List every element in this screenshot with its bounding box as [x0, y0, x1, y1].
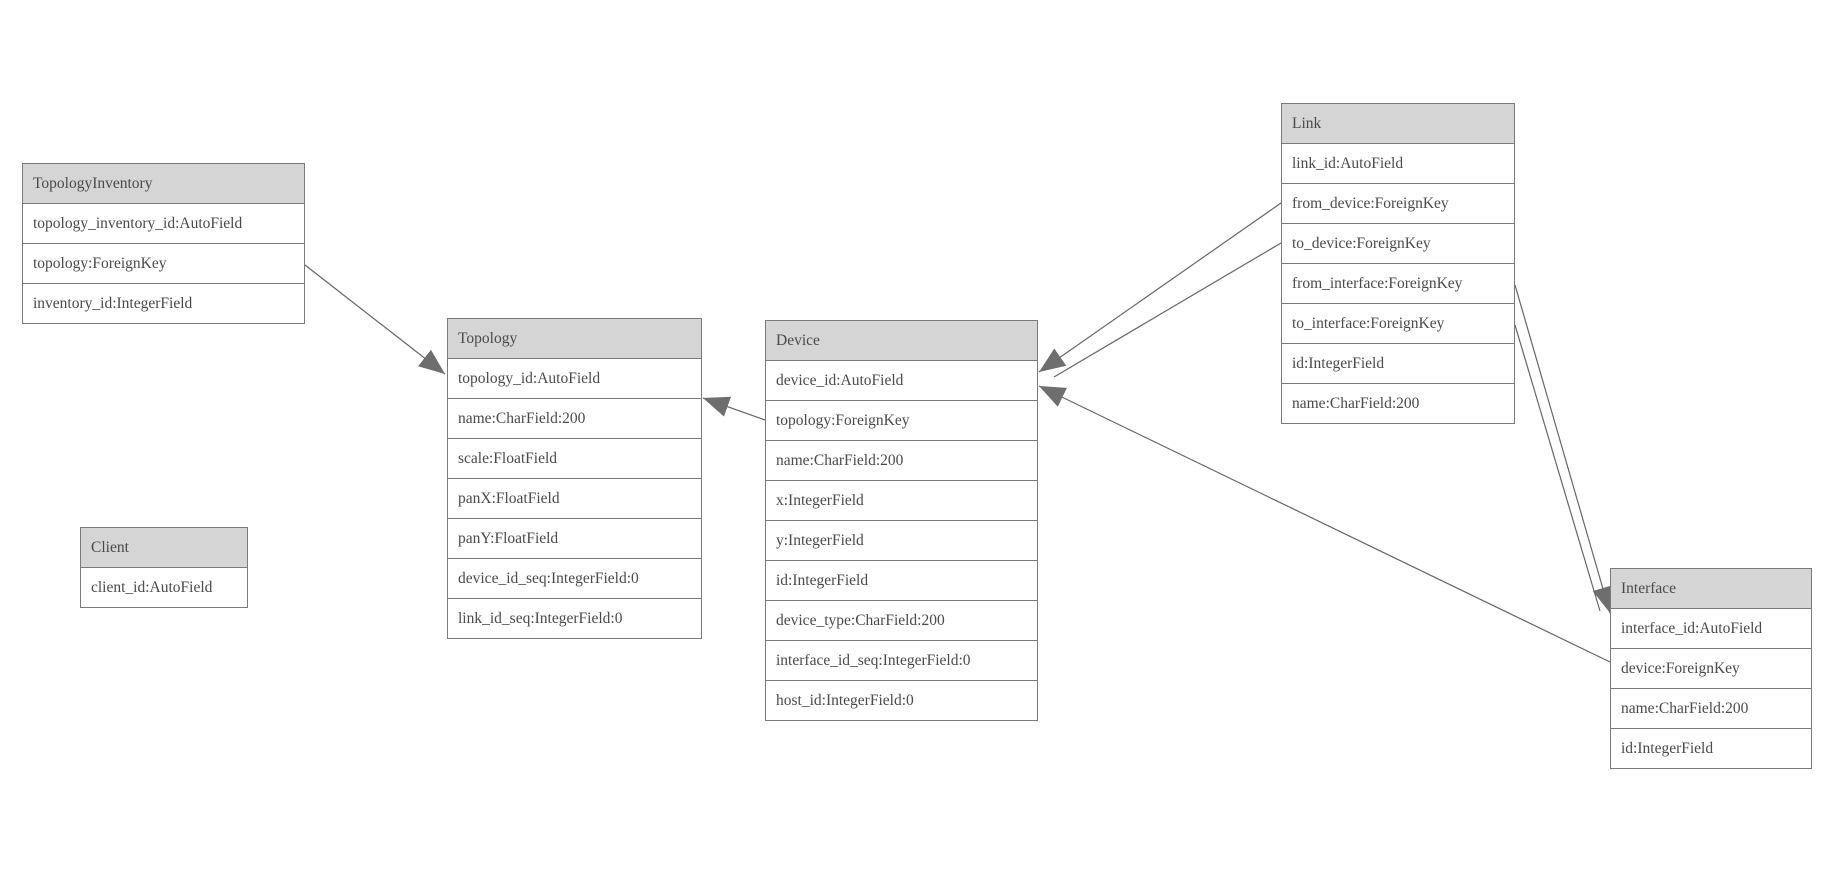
entity-field-row: device_type:CharField:200 — [766, 601, 1037, 641]
connector-link-to-device-to-device — [1053, 242, 1282, 378]
entity-header-client[interactable]: Client — [81, 528, 247, 568]
entity-field-row: name:CharField:200 — [766, 441, 1037, 481]
entity-field-row: device:ForeignKey — [1611, 649, 1811, 689]
entity-field-row: id:IntegerField — [766, 561, 1037, 601]
entity-field-row: topology_id:AutoField — [448, 359, 701, 399]
entity-field-row: device_id:AutoField — [766, 361, 1037, 401]
entity-field-row: link_id_seq:IntegerField:0 — [448, 599, 701, 638]
connector-link-from-interface-to-interface — [1514, 284, 1613, 614]
connector-link-from-device-to-device — [1038, 202, 1282, 373]
connector-topology-inventory-topology-to-topology — [304, 264, 446, 375]
entity-field-row: interface_id_seq:IntegerField:0 — [766, 641, 1037, 681]
entity-field-row: inventory_id:IntegerField — [23, 284, 304, 323]
entity-field-row: id:IntegerField — [1611, 729, 1811, 768]
entity-field-row: name:CharField:200 — [1282, 384, 1514, 423]
entity-field-row: topology:ForeignKey — [23, 244, 304, 284]
entity-field-row: x:IntegerField — [766, 481, 1037, 521]
connector-link-to-interface-to-interface — [1514, 324, 1601, 612]
entity-field-row: topology:ForeignKey — [766, 401, 1037, 441]
entity-header-topology-inventory[interactable]: TopologyInventory — [23, 164, 304, 204]
entity-header-topology[interactable]: Topology — [448, 319, 701, 359]
entity-field-row: to_interface:ForeignKey — [1282, 304, 1514, 344]
entity-field-row: device_id_seq:IntegerField:0 — [448, 559, 701, 599]
entity-field-row: from_device:ForeignKey — [1282, 184, 1514, 224]
entity-field-row: link_id:AutoField — [1282, 144, 1514, 184]
connector-interface-device-to-device — [1038, 385, 1611, 663]
entity-field-row: client_id:AutoField — [81, 568, 247, 607]
entity-field-row: panY:FloatField — [448, 519, 701, 559]
entity-field-row: name:CharField:200 — [1611, 689, 1811, 729]
entity-field-row: topology_inventory_id:AutoField — [23, 204, 304, 244]
entity-field-row: from_interface:ForeignKey — [1282, 264, 1514, 304]
entity-field-row: scale:FloatField — [448, 439, 701, 479]
entity-field-row: y:IntegerField — [766, 521, 1037, 561]
entity-field-row: id:IntegerField — [1282, 344, 1514, 384]
entity-header-link[interactable]: Link — [1282, 104, 1514, 144]
connector-device-topology-to-topology — [702, 396, 766, 421]
entity-header-device[interactable]: Device — [766, 321, 1037, 361]
entity-field-row: host_id:IntegerField:0 — [766, 681, 1037, 720]
entity-header-interface[interactable]: Interface — [1611, 569, 1811, 609]
entity-field-row: interface_id:AutoField — [1611, 609, 1811, 649]
entity-field-row: name:CharField:200 — [448, 399, 701, 439]
entity-field-row: to_device:ForeignKey — [1282, 224, 1514, 264]
entity-field-row: panX:FloatField — [448, 479, 701, 519]
